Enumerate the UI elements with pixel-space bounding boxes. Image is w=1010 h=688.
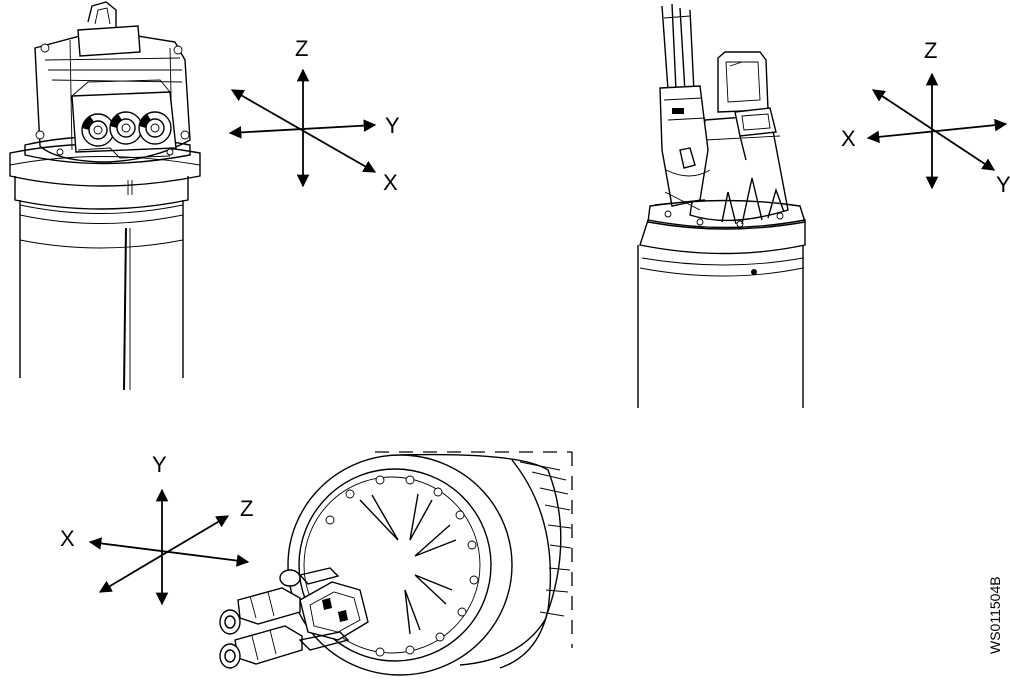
axis-triad-3: Y Z X bbox=[60, 452, 253, 606]
axis-triad-2: Z X Y bbox=[841, 38, 1010, 197]
pump-view-3 bbox=[219, 451, 573, 676]
axis-label-y: Y bbox=[385, 113, 400, 138]
axis-triad-1: Z Y X bbox=[228, 36, 400, 195]
axis-label-x: X bbox=[841, 126, 856, 151]
pump-view-2 bbox=[637, 3, 806, 408]
axis-label-y: Y bbox=[152, 452, 167, 477]
axis-label-z: Z bbox=[240, 496, 253, 521]
axis-label-x: X bbox=[383, 170, 398, 195]
axis-label-x: X bbox=[60, 526, 75, 551]
pump-view-1 bbox=[9, 1, 201, 391]
axis-label-z: Z bbox=[924, 38, 937, 63]
axis-label-z: Z bbox=[295, 36, 308, 61]
document-code: WS011504B bbox=[987, 576, 1003, 654]
axis-label-y: Y bbox=[996, 172, 1010, 197]
